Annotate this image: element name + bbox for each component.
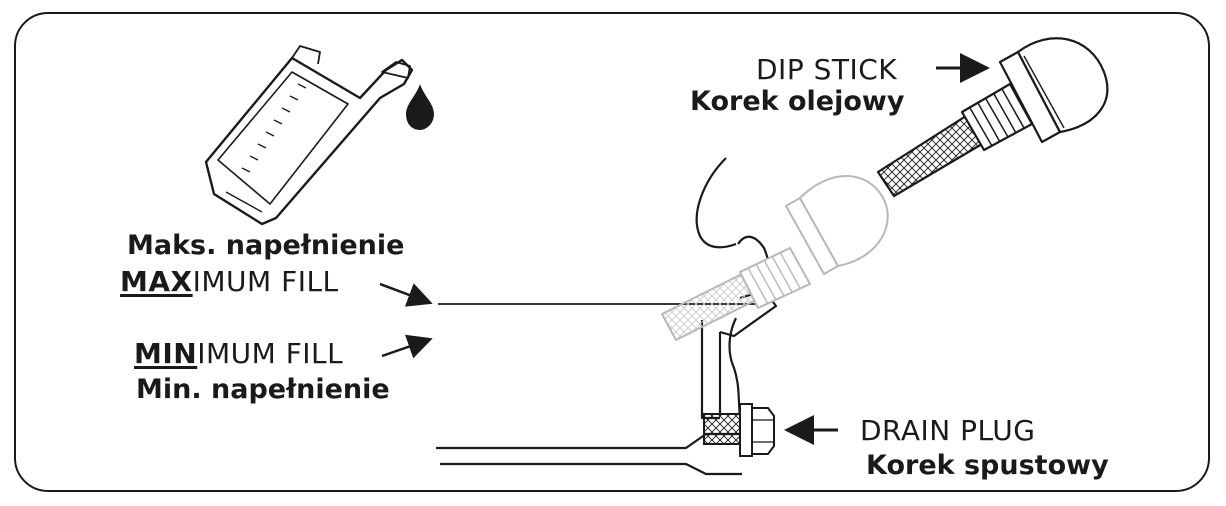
max-fill-suffix: IMUM FILL [192,265,339,298]
dip-stick-label: DIP STICK [756,53,898,86]
max-fill-prefix: MAX [120,265,193,298]
diagram-frame [14,12,1210,492]
dipstick-installed-ghost [661,175,889,341]
oil-bottle-icon [204,45,414,226]
max-fill-label-pl: Maks. napełnienie [127,230,405,261]
max-fill-label: MAXIMUM FILL [120,268,339,296]
min-fill-label: MINIMUM FILL [134,340,343,368]
min-fill-prefix: MIN [134,337,198,370]
dipstick-removed [876,37,1109,198]
oil-drop-icon [406,84,434,130]
min-fill-suffix: IMUM FILL [197,337,344,370]
drain-plug-label-pl: Korek spustowy [866,450,1109,481]
min-fill-label-pl: Min. napełnienie [136,374,390,405]
drain-plug-label: DRAIN PLUG [860,414,1036,447]
min-fill-arrow [381,334,433,359]
max-fill-arrow [379,282,433,307]
dip-stick-label-pl: Korek olejowy [690,86,905,117]
drain-plug [703,403,775,457]
